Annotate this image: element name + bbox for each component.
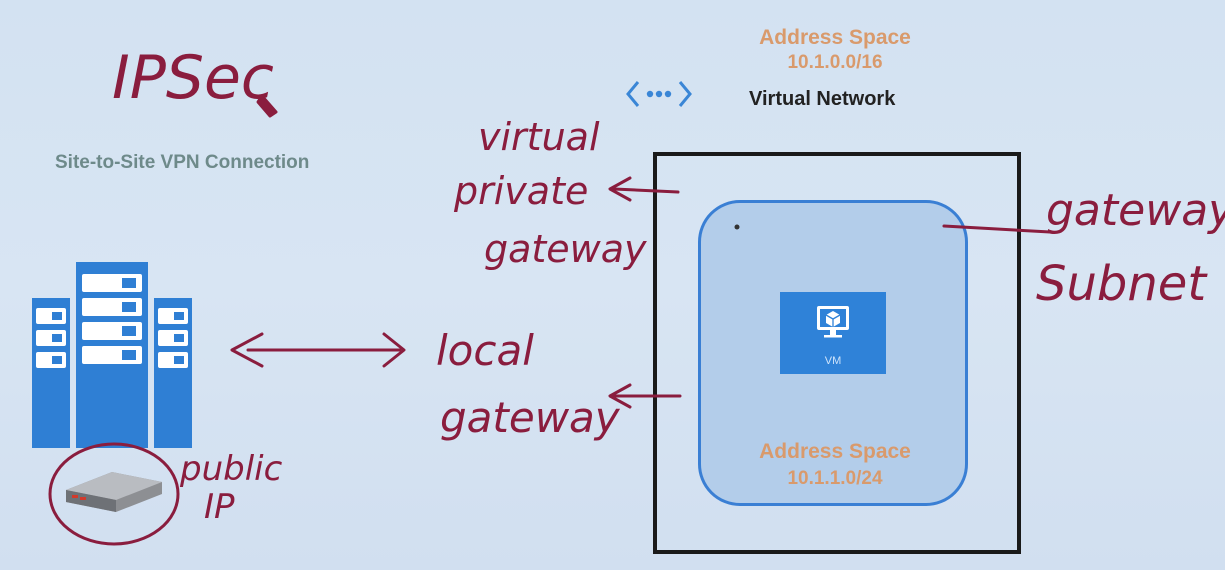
router-circle xyxy=(48,442,180,546)
router-icon xyxy=(66,472,162,512)
virtual-network-label: Virtual Network xyxy=(749,88,896,110)
subnet-address-space-label: Address Space xyxy=(759,440,911,463)
vm-label: VM xyxy=(824,355,842,367)
local-handwritten: local xyxy=(436,326,534,375)
vpn-connection-title: Site-to-Site VPN Connection xyxy=(55,152,310,173)
server-rack-icon xyxy=(32,262,192,448)
virtual-network-box xyxy=(653,152,1021,554)
gateway-subnet-handwritten-1: gateway xyxy=(1046,185,1225,236)
public-handwritten: public xyxy=(179,449,283,489)
vm-tile xyxy=(780,292,886,374)
gateway-subnet-line xyxy=(942,224,1052,234)
peering-dots-icon xyxy=(626,81,692,107)
virtual-handwritten: virtual xyxy=(478,115,600,159)
ipsec-handwritten: IPSec xyxy=(112,43,274,113)
gateway-handwritten: gateway xyxy=(484,227,647,271)
gateway-subnet-handwritten-2: Subnet xyxy=(1036,256,1208,312)
local-gateway-handwritten: gateway xyxy=(440,393,621,442)
subnet-address-space-value: 10.1.1.0/24 xyxy=(787,468,883,489)
private-handwritten: private xyxy=(453,169,588,213)
vpg-arrow xyxy=(612,187,680,194)
vnet-address-space-value: 10.1.0.0/16 xyxy=(787,52,883,73)
monitor-cube-icon xyxy=(817,306,849,338)
vnet-address-space-label: Address Space xyxy=(759,26,911,49)
ip-handwritten: IP xyxy=(204,487,235,527)
